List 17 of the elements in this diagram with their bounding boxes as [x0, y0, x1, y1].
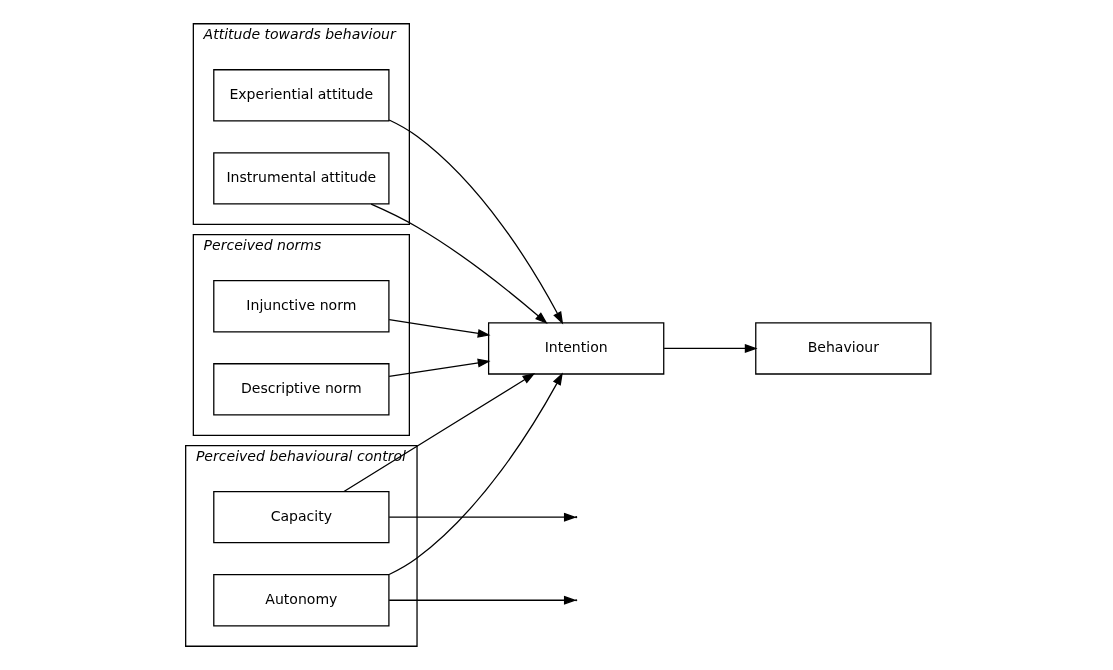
arrow — [342, 373, 535, 493]
node-box: Descriptive norm — [212, 363, 390, 416]
node-box: Injunctive norm — [212, 280, 390, 333]
arrow — [388, 319, 490, 338]
node-box: Capacity — [212, 490, 390, 544]
node-box: Experiential attitude — [212, 69, 390, 122]
arrow — [388, 119, 563, 325]
node-box: Intention — [487, 322, 664, 375]
arrow — [388, 372, 563, 576]
node-box: Instrumental attitude — [212, 152, 390, 205]
arrow — [388, 358, 490, 377]
arrow — [388, 512, 577, 522]
node-box: Autonomy — [212, 574, 390, 627]
arrow — [662, 343, 758, 353]
node-box: Behaviour — [754, 322, 932, 375]
arrow — [388, 595, 577, 605]
arrow — [370, 203, 548, 324]
